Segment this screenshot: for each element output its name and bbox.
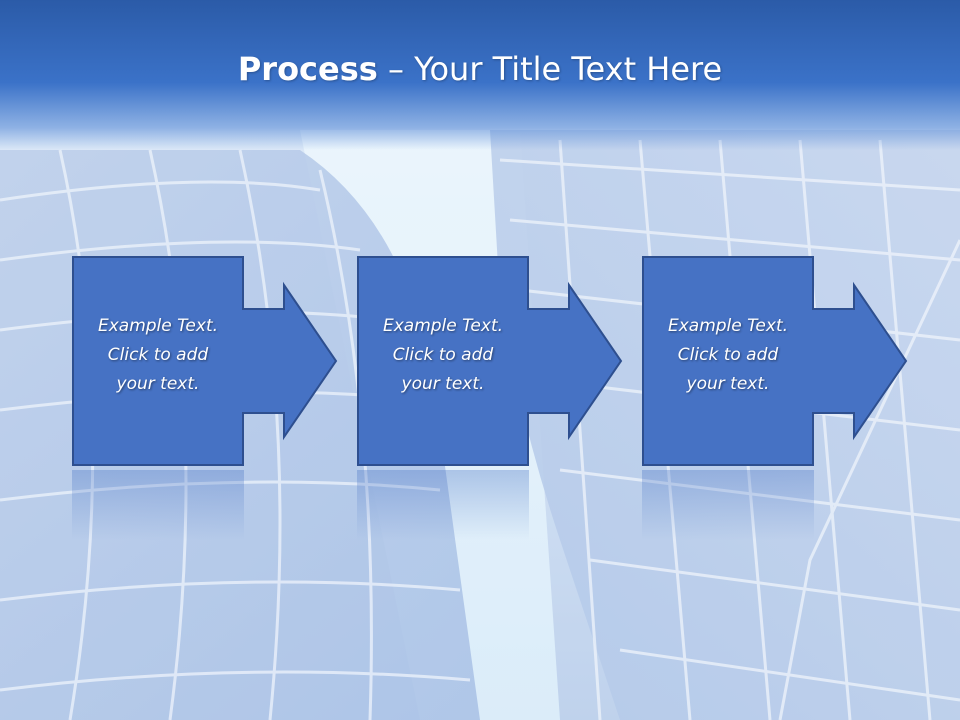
box-reflection [642,470,814,540]
process-step-3[interactable]: Example Text. Click to add your text. [642,256,912,468]
step-line-3: your text. [401,374,485,394]
title-band [0,0,960,150]
step-text: Example Text. Click to add your text. [642,312,814,399]
box-arrow-shape [642,256,908,466]
box-reflection [357,470,529,540]
step-text: Example Text. Click to add your text. [357,312,529,399]
step-text: Example Text. Click to add your text. [72,312,244,399]
step-line-2: Click to add [392,345,494,365]
step-line-1: Example Text. [382,316,504,336]
box-reflection [72,470,244,540]
step-line-3: your text. [686,374,770,394]
process-step-1[interactable]: Example Text. Click to add your text. [72,256,342,468]
title-bold-text: Process [237,50,378,88]
slide-title[interactable]: Process – Your Title Text Here [0,50,960,88]
title-rest-text: – Your Title Text Here [377,50,723,88]
step-line-1: Example Text. [97,316,219,336]
step-line-3: your text. [116,374,200,394]
step-line-2: Click to add [107,345,209,365]
process-step-2[interactable]: Example Text. Click to add your text. [357,256,627,468]
box-arrow-shape [72,256,338,466]
box-arrow-shape [357,256,623,466]
step-line-2: Click to add [677,345,779,365]
step-line-1: Example Text. [667,316,789,336]
